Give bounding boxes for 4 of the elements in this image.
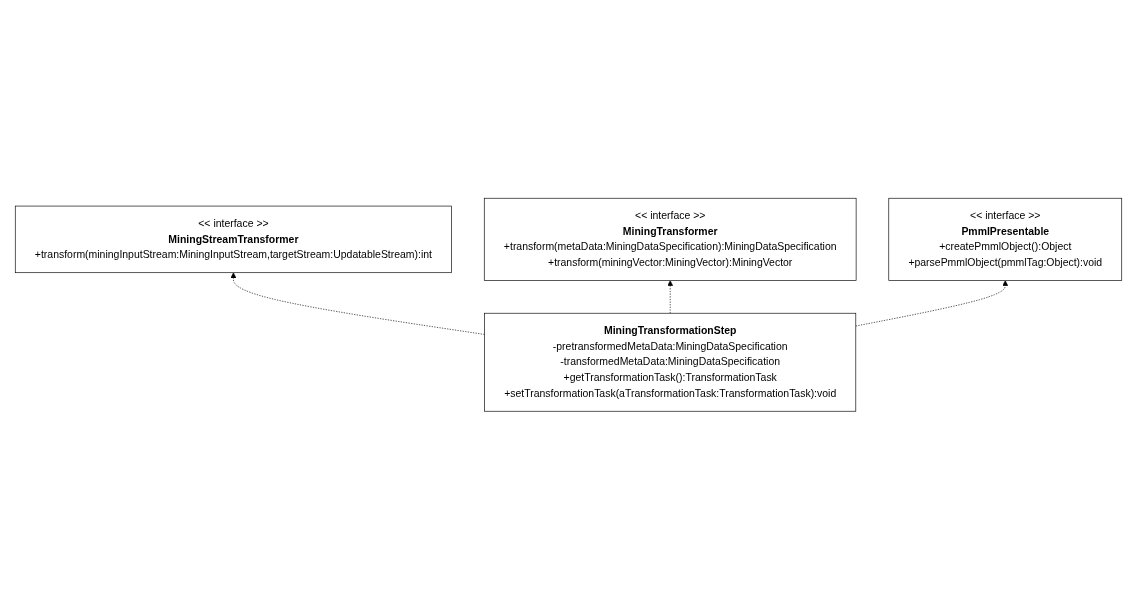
node-box: << interface >> MiningTransformer +transform(metaData:MiningDataSpecification):MiningDataSpecification +transform(miningVector:MiningVector):MiningVector [483, 198, 857, 282]
node-box: MiningTransformationStep -pretransformedMetaData:MiningDataSpecification -transformedMetaData:MiningDataSpecification +getTransformationTask():TransformationTask +setTransformationTask(aTransformationTask:TransformationTask):void [484, 313, 857, 412]
node-box: << interface >> PmmlPresentable +createPmmlObject():Object +parsePmmlObject(pmmlTag:Object):void [888, 198, 1123, 282]
node-box: << interface >> MiningStreamTransformer +transform(miningInputStream:MiningInputStream,targetStream:UpdatableStream):int [14, 206, 452, 274]
